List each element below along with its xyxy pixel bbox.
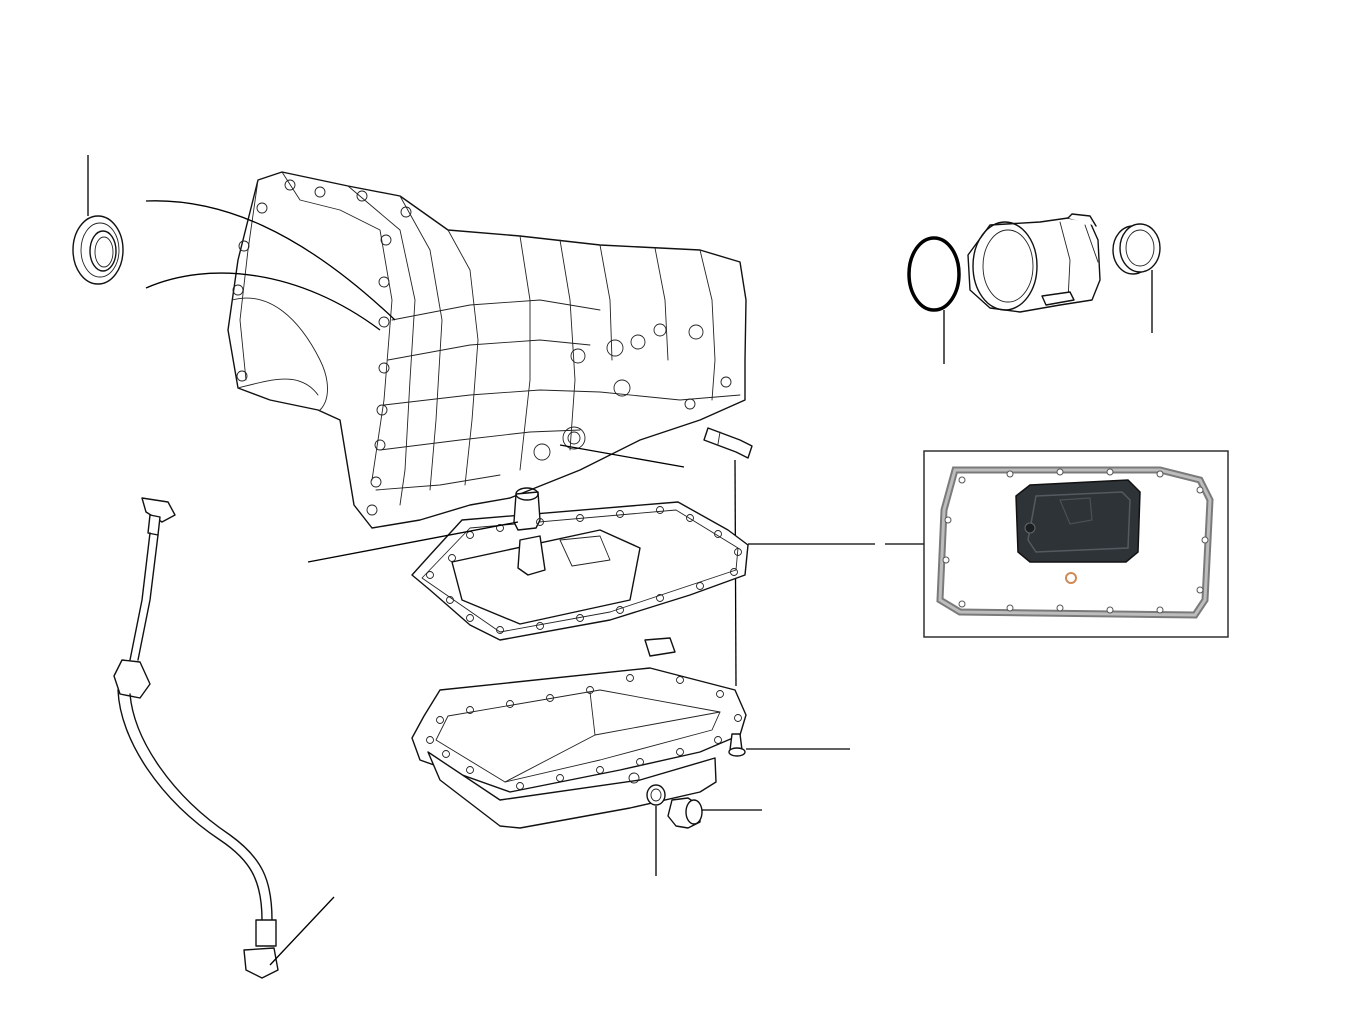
dipstick-icon <box>113 497 335 979</box>
dipstick-leader-line <box>269 896 335 966</box>
filter-icon <box>411 487 749 641</box>
case-leader-line-1 <box>145 200 396 321</box>
oil-seal-icon <box>72 155 124 285</box>
bushing-icon <box>1112 223 1161 333</box>
case-leader-line-2 <box>145 272 381 331</box>
drain-plug-icon <box>667 797 762 829</box>
oil-pan-icon <box>411 637 747 829</box>
washer-icon <box>646 784 666 876</box>
o-ring-icon <box>907 236 961 364</box>
port-leader-line <box>559 444 685 468</box>
washer-icon <box>1065 572 1077 584</box>
housing-icon <box>967 213 1101 313</box>
filter-leader-line <box>307 521 519 563</box>
transmission-icon <box>227 171 753 529</box>
bolt-icon <box>728 733 850 757</box>
filter-kit-inset <box>923 450 1229 638</box>
